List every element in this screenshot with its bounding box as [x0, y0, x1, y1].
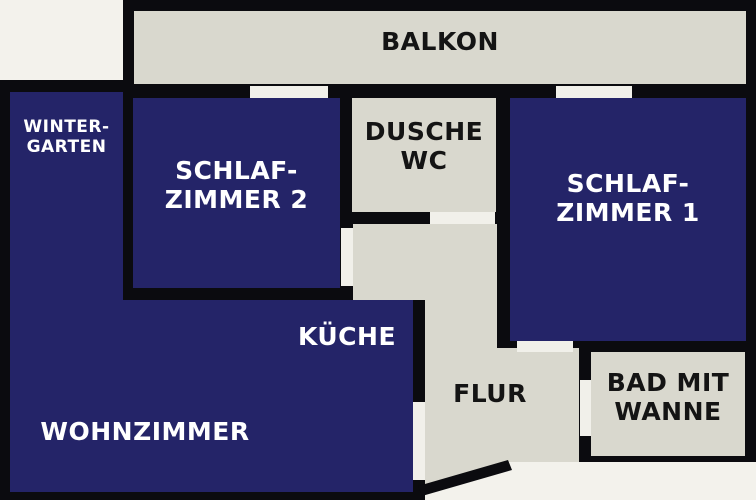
label-dusche-wc: DUSCHE WC: [364, 117, 484, 175]
door-schlafzimmer-2: [341, 228, 353, 286]
label-balkon: BALKON: [381, 27, 499, 56]
room-schlafzimmer-2: [133, 98, 340, 288]
door-dusche-wc: [430, 212, 495, 224]
label-kueche: KÜCHE: [297, 322, 397, 351]
room-balkon: [134, 11, 746, 84]
room-wintergarten: [10, 92, 123, 302]
label-bad: BAD MIT WANNE: [606, 368, 730, 426]
room-wohnzimmer: [10, 300, 413, 492]
label-schlafzimmer-1: SCHLAF- ZIMMER 1: [556, 169, 700, 227]
room-flur: [353, 224, 579, 486]
corridor-exit: [425, 462, 756, 500]
label-wohnzimmer: WOHNZIMMER: [40, 417, 250, 446]
door-bad: [580, 380, 591, 436]
label-wintergarten: WINTER- GARTEN: [23, 117, 110, 157]
room-schlafzimmer-1: [510, 98, 746, 341]
room-bad: [591, 352, 745, 456]
label-flur: FLUR: [453, 379, 527, 408]
corridor-exit-wall: [418, 460, 512, 496]
door-balkon-left: [250, 86, 328, 98]
door-schlafzimmer-1: [517, 341, 573, 352]
door-balkon-right: [556, 86, 632, 98]
door-wohnzimmer: [413, 402, 425, 480]
label-schlafzimmer-2: SCHLAF- ZIMMER 2: [164, 156, 309, 214]
room-dusche-wc: [352, 98, 496, 212]
